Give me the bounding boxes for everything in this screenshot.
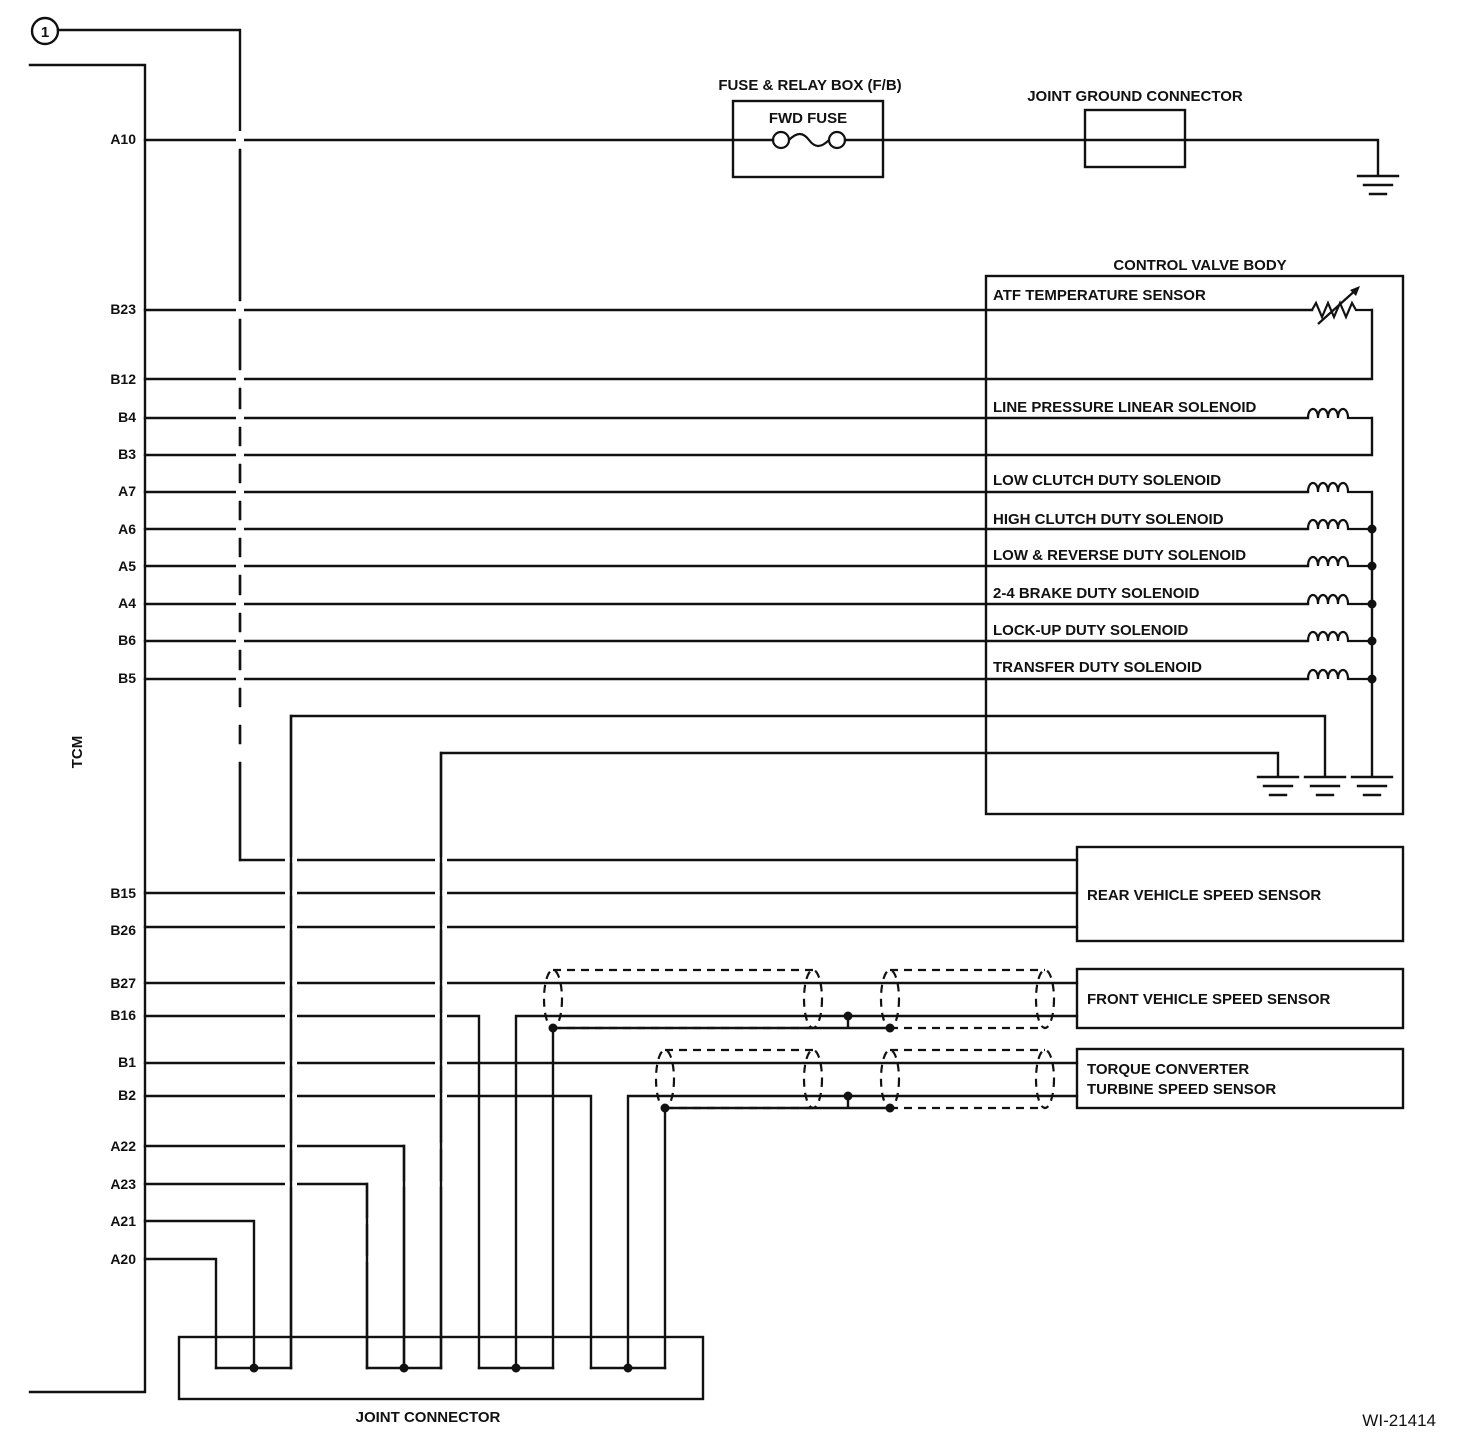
pin-label-a7: A7 xyxy=(118,483,136,499)
shield-front-1 xyxy=(542,968,824,1030)
ground-icon xyxy=(1356,174,1400,196)
svg-text:1: 1 xyxy=(41,24,49,41)
rear-vehicle-speed-sensor: REAR VEHICLE SPEED SENSOR xyxy=(1075,845,1405,943)
pin-label-a6: A6 xyxy=(118,521,136,537)
coil-icon xyxy=(1306,481,1372,494)
control-valve-body-title: CONTROL VALVE BODY xyxy=(1113,257,1286,274)
brake-2-4-solenoid-label: 2-4 BRAKE DUTY SOLENOID xyxy=(993,585,1200,602)
pin-label-b6: B6 xyxy=(118,632,136,648)
pin-label-a20: A20 xyxy=(110,1251,136,1267)
fwd-fuse-label: FWD FUSE xyxy=(769,110,847,127)
coil-icon xyxy=(1306,555,1372,568)
tcm-pin-labels: A10 B23 B12 B4 B3 A7 A6 A5 A4 B6 B5 B15 … xyxy=(110,131,136,1267)
connector-marker-1: 1 xyxy=(30,16,1079,862)
coil-icon xyxy=(1306,593,1372,606)
coil-icon xyxy=(1306,407,1372,420)
pin-label-a22: A22 xyxy=(110,1138,136,1154)
pin-label-b5: B5 xyxy=(118,670,136,686)
wire-b3 xyxy=(143,416,1374,457)
control-valve-body: CONTROL VALVE BODY ATF TEMPERATURE SENSO… xyxy=(984,257,1405,816)
joint-ground-title: JOINT GROUND CONNECTOR xyxy=(1027,88,1243,105)
pin-label-a21: A21 xyxy=(110,1213,136,1229)
bus-junctions xyxy=(1367,524,1377,684)
wire-a10 xyxy=(143,138,1380,177)
pin-label-b15: B15 xyxy=(110,885,136,901)
pin-label-b2: B2 xyxy=(118,1087,136,1103)
pin-label-b4: B4 xyxy=(118,409,136,425)
shield-drain-turbine xyxy=(663,1094,892,1370)
figure-code: WI-21414 xyxy=(1362,1411,1436,1430)
shield-turbine-1 xyxy=(654,1048,824,1110)
joint-connector: JOINT CONNECTOR xyxy=(177,1335,705,1426)
coil-icon xyxy=(1306,518,1372,531)
line-pressure-solenoid-label: LINE PRESSURE LINEAR SOLENOID xyxy=(993,399,1257,416)
fuse-box-title: FUSE & RELAY BOX (F/B) xyxy=(718,77,901,94)
thermistor-icon xyxy=(1311,286,1372,325)
atf-temperature-sensor-label: ATF TEMPERATURE SENSOR xyxy=(993,287,1206,304)
wire-b2-sensor xyxy=(626,1094,1079,1370)
turbine-speed-sensor: TORQUE CONVERTER TURBINE SPEED SENSOR xyxy=(1075,1047,1405,1110)
turbine-sensor-label-line1: TORQUE CONVERTER xyxy=(1087,1061,1249,1078)
coil-icon xyxy=(1306,630,1372,643)
fuse-relay-box: FUSE & RELAY BOX (F/B) FWD FUSE xyxy=(718,77,902,179)
coil-icon xyxy=(1306,668,1372,681)
transfer-solenoid-label: TRANSFER DUTY SOLENOID xyxy=(993,659,1202,676)
turbine-sensor-label-line2: TURBINE SPEED SENSOR xyxy=(1087,1081,1276,1098)
pin-label-b26: B26 xyxy=(110,922,136,938)
ground-icon xyxy=(1303,775,1347,797)
joint-connector-label: JOINT CONNECTOR xyxy=(356,1409,501,1426)
pin-label-a10: A10 xyxy=(110,131,136,147)
wire-a21 xyxy=(143,1219,256,1370)
a-pin-verticals xyxy=(365,1144,406,1370)
pin-label-b3: B3 xyxy=(118,446,136,462)
high-clutch-solenoid-label: HIGH CLUTCH DUTY SOLENOID xyxy=(993,511,1224,528)
pin-label-b16: B16 xyxy=(110,1007,136,1023)
lockup-solenoid-label: LOCK-UP DUTY SOLENOID xyxy=(993,622,1188,639)
wire-b12 xyxy=(143,308,1374,381)
ground-icon xyxy=(1256,775,1300,797)
wire-b16-sensor xyxy=(514,1014,1079,1370)
pin-label-a4: A4 xyxy=(118,595,136,611)
low-reverse-solenoid-label: LOW & REVERSE DUTY SOLENOID xyxy=(993,547,1246,564)
pin-label-b23: B23 xyxy=(110,301,136,317)
tcm-module: TCM xyxy=(28,63,147,1394)
shield-turbine-2 xyxy=(879,1048,1056,1110)
rear-vss-label: REAR VEHICLE SPEED SENSOR xyxy=(1087,887,1321,904)
shield-front-2 xyxy=(879,968,1056,1030)
solenoid-coils xyxy=(1306,481,1372,681)
wire-a20 xyxy=(143,1257,218,1370)
joint-ground-connector: JOINT GROUND CONNECTOR xyxy=(1027,88,1243,169)
wire-b16 xyxy=(143,1014,481,1370)
front-vehicle-speed-sensor: FRONT VEHICLE SPEED SENSOR xyxy=(1075,967,1405,1030)
shield-drain-front xyxy=(551,1014,892,1370)
pin-label-b1: B1 xyxy=(118,1054,136,1070)
pin-label-b12: B12 xyxy=(110,371,136,387)
front-vss-label: FRONT VEHICLE SPEED SENSOR xyxy=(1087,991,1331,1008)
tcm-label: TCM xyxy=(69,736,86,769)
pin-label-b27: B27 xyxy=(110,975,136,991)
low-clutch-solenoid-label: LOW CLUTCH DUTY SOLENOID xyxy=(993,472,1221,489)
ground-icon xyxy=(1350,775,1394,797)
pin-label-a5: A5 xyxy=(118,558,136,574)
fuse-icon xyxy=(771,130,847,150)
pin-label-a23: A23 xyxy=(110,1176,136,1192)
